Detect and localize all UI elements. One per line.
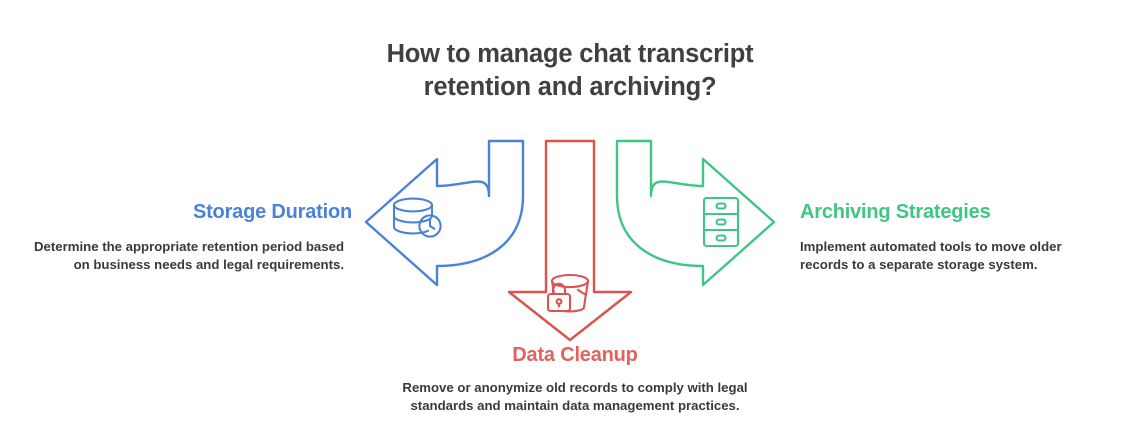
database-clock-icon — [392, 197, 442, 238]
branch-title-archiving-strategies: Archiving Strategies — [800, 201, 991, 223]
branch-body-data-cleanup: Remove or anonymize old records to compl… — [402, 380, 748, 414]
page-title: How to manage chat transcript retention … — [386, 40, 754, 102]
branch-body-archiving-strategies: Implement automated tools to move older … — [800, 239, 1062, 273]
arrow-data-cleanup — [507, 139, 633, 342]
branch-title-storage-duration: Storage Duration — [192, 201, 352, 223]
branch-title-data-cleanup: Data Cleanup — [512, 344, 638, 366]
branch-body-storage-duration: Determine the appropriate retention peri… — [34, 239, 344, 273]
filing-cabinet-icon — [702, 196, 740, 248]
arrow-archiving-strategies — [615, 139, 776, 287]
arrow-storage-duration — [364, 139, 525, 287]
trash-lock-icon — [546, 273, 590, 313]
